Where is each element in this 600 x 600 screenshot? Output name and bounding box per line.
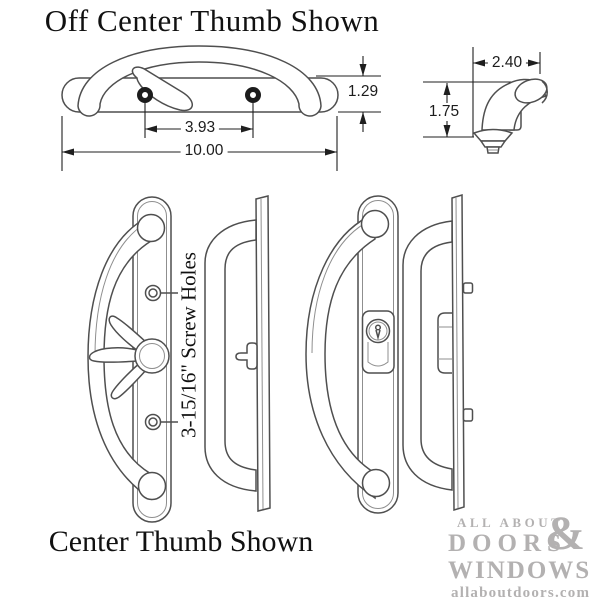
logo-line-doors: DOORS (448, 530, 567, 557)
handle-center-thumb-side (204, 195, 271, 512)
lock-housing-side (437, 312, 452, 374)
handle-center-thumb-front (87, 196, 178, 523)
logo-ampersand: & (545, 507, 585, 560)
thumb-turn-side (235, 342, 258, 370)
dim-plate-height: 1.29 (343, 83, 383, 101)
handle-arch (77, 45, 322, 117)
handle-offcenter-front-view (61, 45, 339, 117)
base-plate (61, 77, 339, 113)
logo-website: allaboutdoors.com (451, 585, 591, 600)
thumb-turn-hub (134, 338, 170, 374)
handle-keyed-front (305, 195, 399, 514)
title-off-center: Off Center Thumb Shown (44, 3, 380, 38)
thumb-turn-wing (88, 347, 138, 363)
screw-hole-upper (144, 284, 162, 302)
grip-boss-bottom (137, 471, 167, 501)
grip-boss-top (360, 209, 390, 239)
allaboutdoors-logo: ALL ABOUT DOORS & WINDOWS allaboutdoors.… (448, 510, 600, 600)
profile-grip-end (514, 78, 548, 104)
thumb-turn-wing (108, 315, 148, 355)
profile-base (472, 128, 514, 142)
keyhole (374, 324, 382, 331)
logo-line-windows: WINDOWS (448, 557, 592, 584)
mounting-pin-top (462, 282, 474, 294)
dim-overall-length: 10.00 (180, 142, 228, 160)
handle-keyed-side (402, 193, 474, 512)
grip-side (204, 219, 257, 492)
thumb-latch (131, 66, 193, 112)
grip-boss-bottom (361, 468, 391, 498)
dim-hole-spacing: 3.93 (180, 119, 220, 137)
dim-side-height: 1.75 (424, 103, 464, 121)
lock-cylinder (365, 318, 391, 344)
dim-side-depth: 2.40 (487, 54, 527, 72)
logo-line-all-about: ALL ABOUT (457, 515, 564, 530)
grip-boss-top (136, 213, 166, 243)
handle-profile-view (423, 47, 548, 154)
screw-hole-lower (144, 413, 162, 431)
screw-holes-note: 3-15/16" Screw Holes (176, 252, 201, 438)
grip-side (402, 220, 453, 491)
title-center-thumb: Center Thumb Shown (48, 525, 314, 558)
plate-edge (451, 193, 465, 512)
mounting-pin-bottom (462, 408, 474, 422)
thumb-turn-wing (110, 360, 148, 400)
dimension-lines-front (61, 56, 381, 171)
grip (305, 212, 376, 500)
plate-edge (255, 195, 271, 512)
screw-hole-left (137, 87, 153, 103)
screw-hole-right (245, 87, 261, 103)
